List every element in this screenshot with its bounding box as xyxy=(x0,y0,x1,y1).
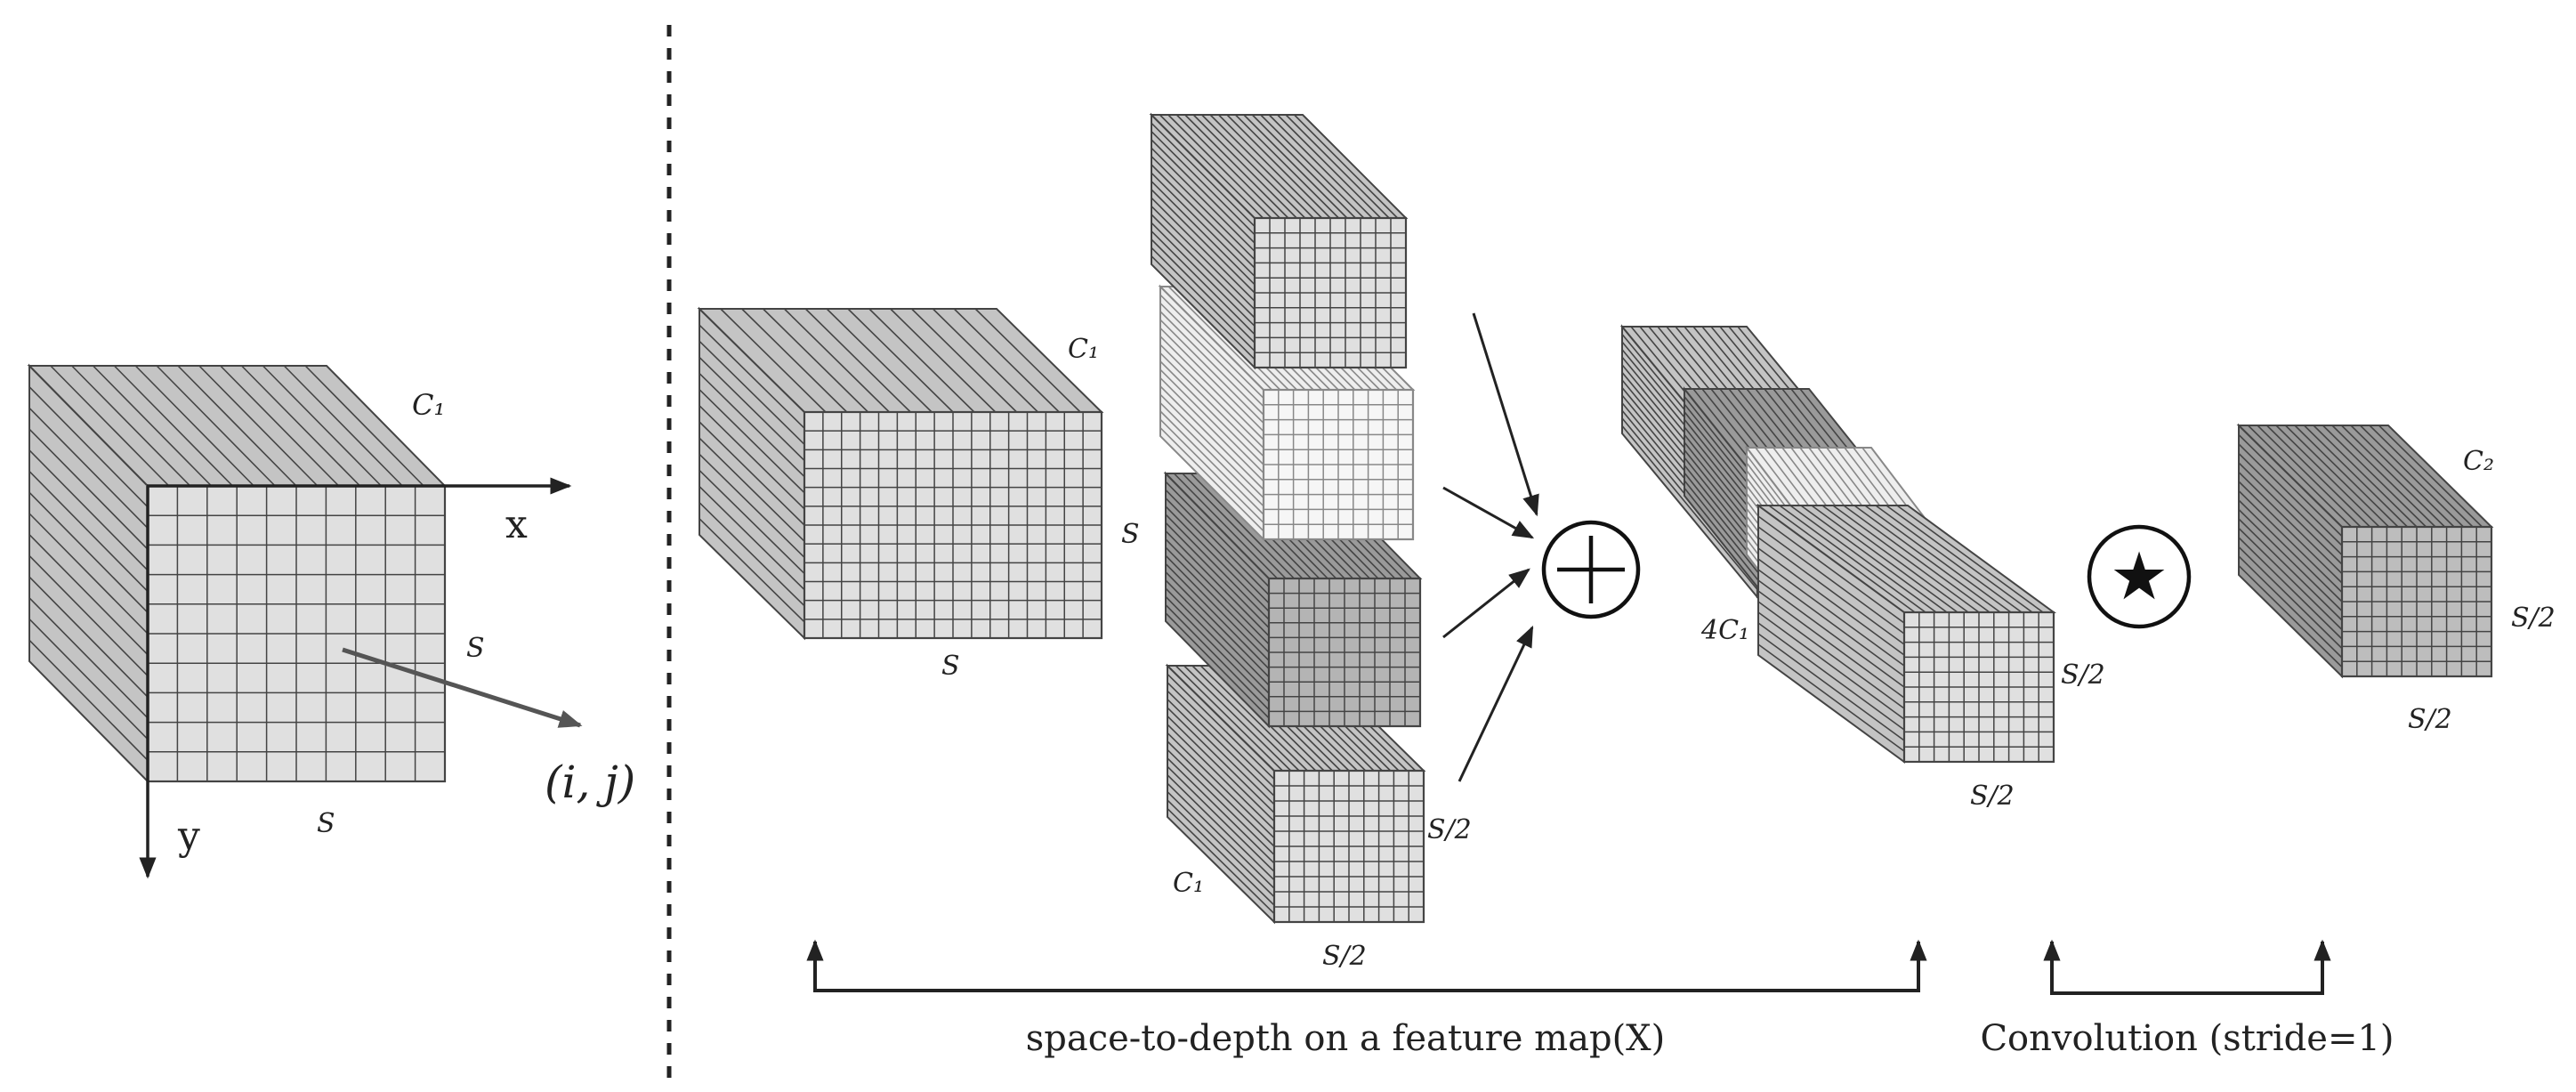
y-axis-label: y xyxy=(177,813,200,859)
merge-arrow-4 xyxy=(1458,625,1534,782)
input-width-label: S xyxy=(941,651,960,682)
sub-block-height-label: S/2 xyxy=(1427,814,1472,845)
convolution-bracket xyxy=(2043,939,2331,995)
sub-block-1 xyxy=(1149,112,1409,370)
output-height-label: S/2 xyxy=(2511,603,2556,634)
convolution-star-symbol: ★ xyxy=(2110,538,2168,615)
stacked-layer-4 xyxy=(1755,504,2057,764)
stacked-width-label: S/2 xyxy=(1970,781,2015,812)
merge-arrow-1 xyxy=(1472,312,1539,517)
concat-operator xyxy=(1541,520,1641,619)
left-width-label: S xyxy=(317,808,335,839)
left-height-label: S xyxy=(466,633,485,664)
output-channel-label: C₂ xyxy=(2463,446,2494,477)
stacked-channel-label: 4C₁ xyxy=(1700,615,1749,646)
stacked-height-label: S/2 xyxy=(2061,659,2105,691)
left-channel-label: C₁ xyxy=(412,388,445,422)
output-width-label: S/2 xyxy=(2408,704,2452,735)
merge-arrow-3 xyxy=(1442,568,1530,639)
x-axis-label: x xyxy=(505,502,528,547)
sub-block-width-label: S/2 xyxy=(1322,941,1367,972)
feature-map-cubes xyxy=(27,112,2494,925)
pixel-pointer-arrow xyxy=(342,647,583,728)
convolution-operator: ★ xyxy=(2087,524,2192,629)
pixel-coordinate-label: (i, j) xyxy=(545,756,635,808)
output-feature-map-cube xyxy=(2236,423,2494,679)
merge-arrow-2 xyxy=(1442,486,1535,539)
convolution-caption: Convolution (stride=1) xyxy=(1980,1018,2394,1059)
input-feature-map-cube xyxy=(697,306,1104,641)
left-feature-map-cube xyxy=(27,363,448,784)
sub-block-channel-label: C₁ xyxy=(1173,868,1204,899)
space-to-depth-bracket xyxy=(806,939,1927,992)
input-height-label: S xyxy=(1121,519,1140,550)
input-channel-label: C₁ xyxy=(1068,334,1099,365)
space-to-depth-caption: space-to-depth on a feature map(X) xyxy=(1026,1018,1666,1059)
